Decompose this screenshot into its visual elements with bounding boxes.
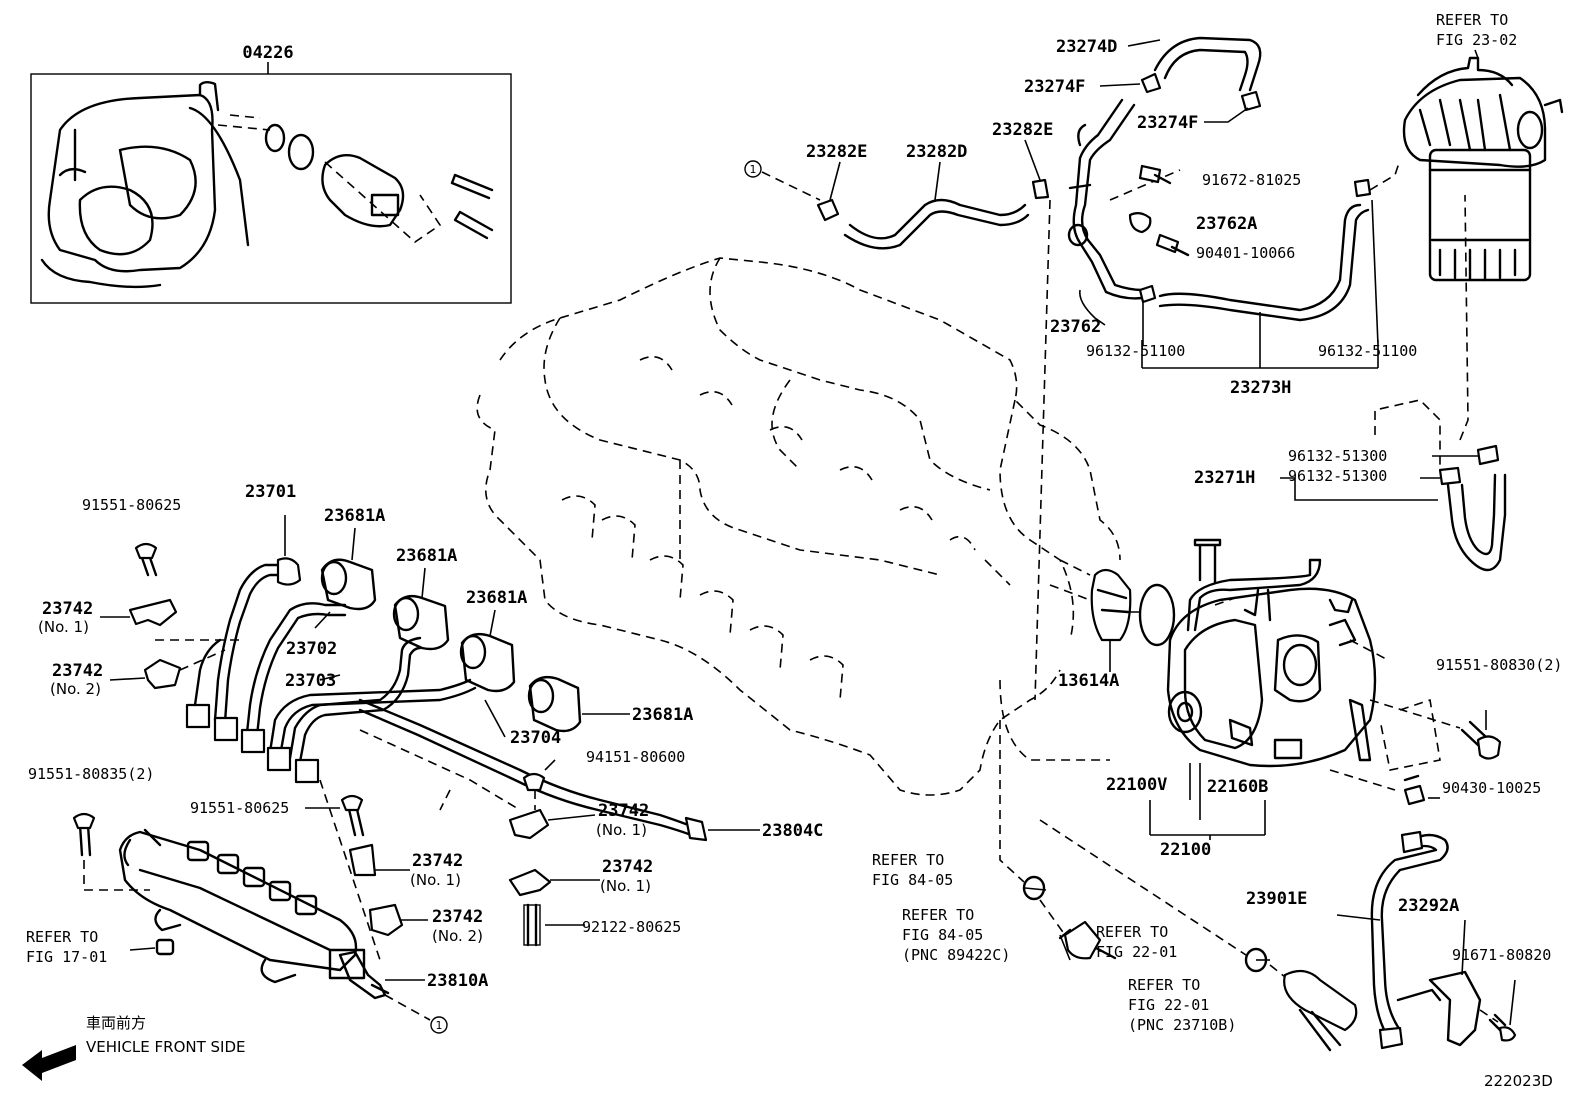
callout-markers: 1 1 — [430, 160, 762, 1034]
label-96132-a: 96132-51100 — [1086, 342, 1185, 360]
label-23274d: 23274D — [1056, 37, 1117, 57]
label-23742-a-sub: (No. 1) — [38, 618, 89, 636]
clamps-23742 — [100, 542, 600, 961]
pipe-23762 — [1034, 98, 1190, 701]
label-91551-80625-a: 91551-80625 — [82, 496, 181, 514]
ref-22-01c-a: REFER TO — [1128, 976, 1200, 994]
label-23681a-b: 23681A — [396, 546, 457, 566]
label-23742-c: 23742 — [598, 801, 649, 821]
label-23810a: 23810A — [427, 971, 488, 991]
label-23742-f-sub: (No. 2) — [432, 927, 483, 945]
label-23282e-b: 23282E — [992, 120, 1053, 140]
ref-84-05c-b: FIG 84-05 — [902, 926, 983, 944]
front-side-arrow — [22, 1045, 76, 1081]
label-23742-a: 23742 — [42, 599, 93, 619]
diagram-id: 222023D — [1484, 1072, 1553, 1090]
label-96132-c: 96132-51300 — [1288, 447, 1387, 465]
label-23274f-b: 23274F — [1137, 113, 1198, 133]
ref-22-01c-b: FIG 22-01 — [1128, 996, 1209, 1014]
label-23742-b-sub: (No. 2) — [50, 680, 101, 698]
nozzle-holders — [314, 527, 630, 738]
ref-84-05c-a: REFER TO — [902, 906, 974, 924]
fuel-filter — [1402, 49, 1564, 282]
ref-84-05-b: FIG 84-05 — [872, 871, 953, 889]
label-92122: 92122-80625 — [582, 918, 681, 936]
label-23273h: 23273H — [1230, 378, 1291, 398]
label-22100: 22100 — [1160, 840, 1211, 860]
ref-23-02-b: FIG 23-02 — [1436, 31, 1517, 49]
ref-17-01-b: FIG 17-01 — [26, 948, 107, 966]
label-94151: 94151-80600 — [586, 748, 685, 766]
label-23703: 23703 — [285, 671, 336, 691]
label-23742-e-sub: (No. 1) — [410, 871, 461, 889]
label-23701: 23701 — [245, 482, 296, 502]
label-23282d: 23282D — [906, 142, 967, 162]
sensor-89422c — [999, 720, 1117, 961]
label-23762: 23762 — [1050, 317, 1101, 337]
washer-90430 — [1403, 774, 1440, 806]
label-23762a: 23762A — [1196, 214, 1257, 234]
label-23742-e: 23742 — [412, 851, 463, 871]
bolt-91551-80830 — [1369, 698, 1502, 771]
label-23702: 23702 — [286, 639, 337, 659]
ref-17-01-a: REFER TO — [26, 928, 98, 946]
labels: 04226 23274D 23274F 23274F 23282E 23282E… — [26, 11, 1562, 1090]
label-96132-d: 96132-51300 — [1288, 467, 1387, 485]
label-90430: 90430-10025 — [1442, 779, 1541, 797]
engine-block — [476, 257, 1121, 796]
label-91671: 91671-80820 — [1452, 946, 1551, 964]
label-23742-b: 23742 — [52, 661, 103, 681]
ref-84-05-a: REFER TO — [872, 851, 944, 869]
callout-1-top: 1 — [750, 163, 757, 176]
hose-23282d — [761, 139, 1050, 250]
label-23804c: 23804C — [762, 821, 823, 841]
label-04226: 04226 — [242, 43, 293, 63]
ref-22-01c-c: (PNC 23710B) — [1128, 1016, 1236, 1034]
callout-1-bottom: 1 — [436, 1019, 443, 1032]
label-91672: 91672-81025 — [1202, 171, 1301, 189]
label-23681a-a: 23681A — [324, 506, 385, 526]
ref-84-05c-c: (PNC 89422C) — [902, 946, 1010, 964]
label-22100v: 22100V — [1106, 775, 1167, 795]
hose-23273h — [1141, 159, 1401, 369]
front-side-en: VEHICLE FRONT SIDE — [86, 1038, 246, 1056]
ref-22-01-b: FIG 22-01 — [1096, 943, 1177, 961]
front-side-jp: 車両前方 — [86, 1014, 146, 1032]
label-23282e-a: 23282E — [806, 142, 867, 162]
pipe-23901e — [1336, 830, 1517, 1050]
label-91551-80830: 91551-80830(2) — [1436, 656, 1562, 674]
label-23271h: 23271H — [1194, 468, 1255, 488]
hose-23271h — [1280, 194, 1507, 572]
sensor-23710b — [1039, 819, 1358, 1052]
label-13614a: 13614A — [1058, 671, 1119, 691]
label-23681a-d: 23681A — [632, 705, 693, 725]
pump-22100 — [1166, 538, 1396, 791]
inset-04226 — [30, 62, 512, 304]
label-91551-80835: 91551-80835(2) — [28, 765, 154, 783]
oring-13614a — [1049, 559, 1176, 672]
label-23742-f: 23742 — [432, 907, 483, 927]
label-96132-b: 96132-51100 — [1318, 342, 1417, 360]
label-23901e: 23901E — [1246, 889, 1307, 909]
label-22160b: 22160B — [1207, 777, 1268, 797]
hose-23274d — [1099, 36, 1262, 123]
ref-23-02-a: REFER TO — [1436, 11, 1508, 29]
label-91551-80625-b: 91551-80625 — [190, 799, 289, 817]
label-23681a-c: 23681A — [466, 588, 527, 608]
label-23274f-a: 23274F — [1024, 77, 1085, 97]
common-rail — [72, 812, 431, 1021]
label-23742-d: 23742 — [602, 857, 653, 877]
label-90401: 90401-10066 — [1196, 244, 1295, 262]
label-23742-c-sub: (No. 1) — [596, 821, 647, 839]
ref-22-01-a: REFER TO — [1096, 923, 1168, 941]
label-23704: 23704 — [510, 728, 561, 748]
label-23292a: 23292A — [1398, 896, 1459, 916]
label-23742-d-sub: (No. 1) — [600, 877, 651, 895]
injection-pipes — [185, 515, 760, 842]
